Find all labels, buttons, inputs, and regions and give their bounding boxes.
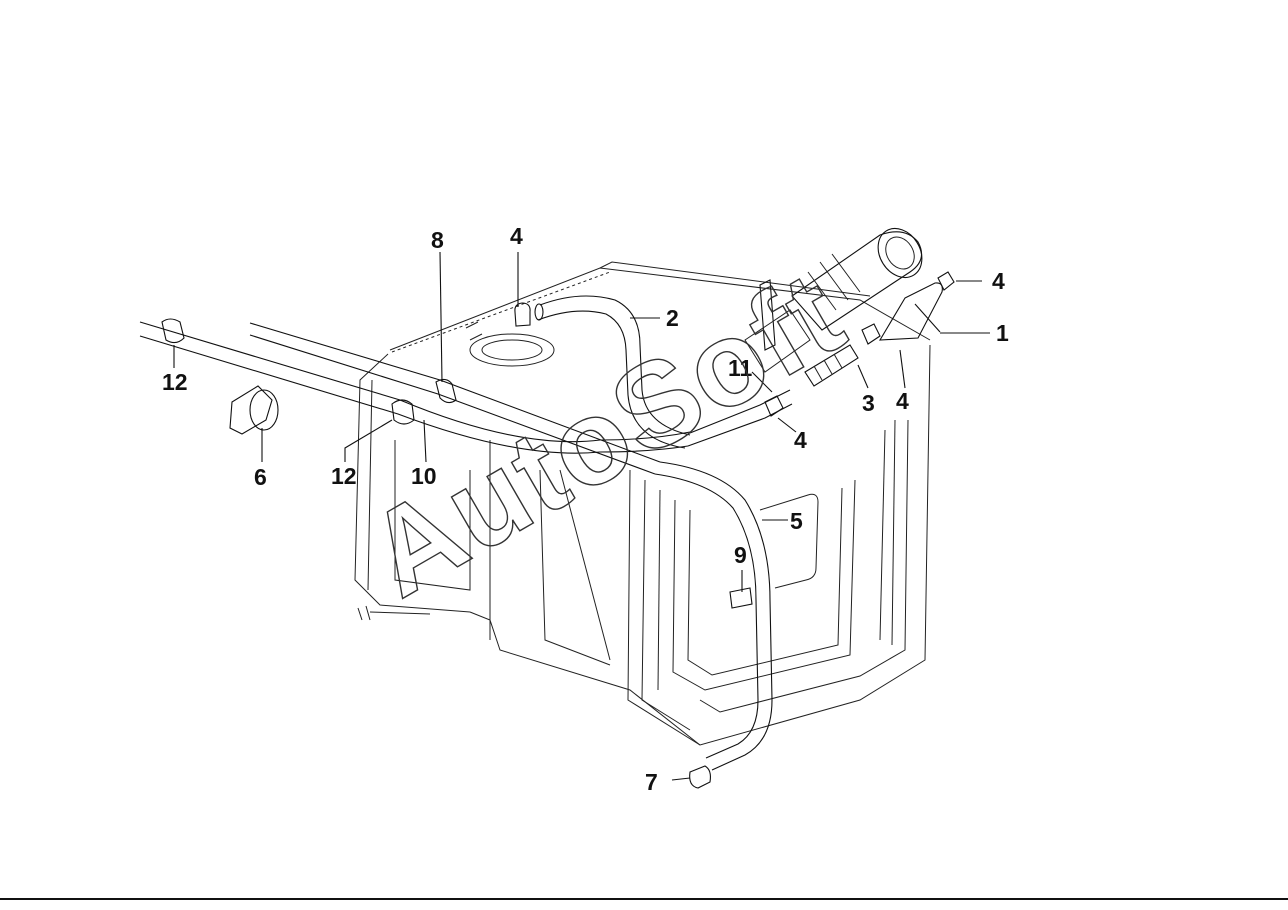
callout-11: 11 <box>728 355 753 381</box>
callout-10: 10 <box>411 463 437 489</box>
hose-part-11 <box>687 389 793 447</box>
filler-neck-part-1 <box>744 227 943 373</box>
callout-9: 9 <box>734 542 747 568</box>
callout-7: 7 <box>645 769 658 795</box>
bottom-border-line <box>0 898 1288 900</box>
callout-4-lower: 4 <box>794 427 807 453</box>
callout-3: 3 <box>862 390 875 416</box>
hose-clamp-right-mid <box>861 323 881 345</box>
callout-labels: 8 4 2 4 1 11 3 4 4 12 6 12 10 5 9 7 <box>162 223 1009 795</box>
end-cap-part-7 <box>671 765 711 789</box>
callout-6: 6 <box>254 464 267 490</box>
vent-hose-part-2 <box>534 295 691 449</box>
callout-12-mid: 12 <box>331 463 357 489</box>
callout-12-left: 12 <box>162 369 188 395</box>
hose-clamp-top <box>514 252 531 327</box>
clip-part-9 <box>729 570 753 609</box>
callout-2: 2 <box>666 305 679 331</box>
callout-8: 8 <box>431 227 444 253</box>
callout-4-top: 4 <box>510 223 523 249</box>
hose-clamp-right-top <box>937 271 982 291</box>
connector-part-3 <box>804 344 869 389</box>
vent-pipe-part-10 <box>139 318 691 454</box>
callout-4-right: 4 <box>992 268 1005 294</box>
overflow-hose-part-5 <box>654 461 788 771</box>
fuel-tank <box>354 261 931 746</box>
leader-lines <box>173 251 990 463</box>
callout-1: 1 <box>996 320 1009 346</box>
callout-5: 5 <box>790 508 803 534</box>
callout-4-mid: 4 <box>896 388 909 414</box>
clamp-part-6 <box>229 385 279 462</box>
watermark-autosoft: AutoSoft <box>346 245 865 622</box>
